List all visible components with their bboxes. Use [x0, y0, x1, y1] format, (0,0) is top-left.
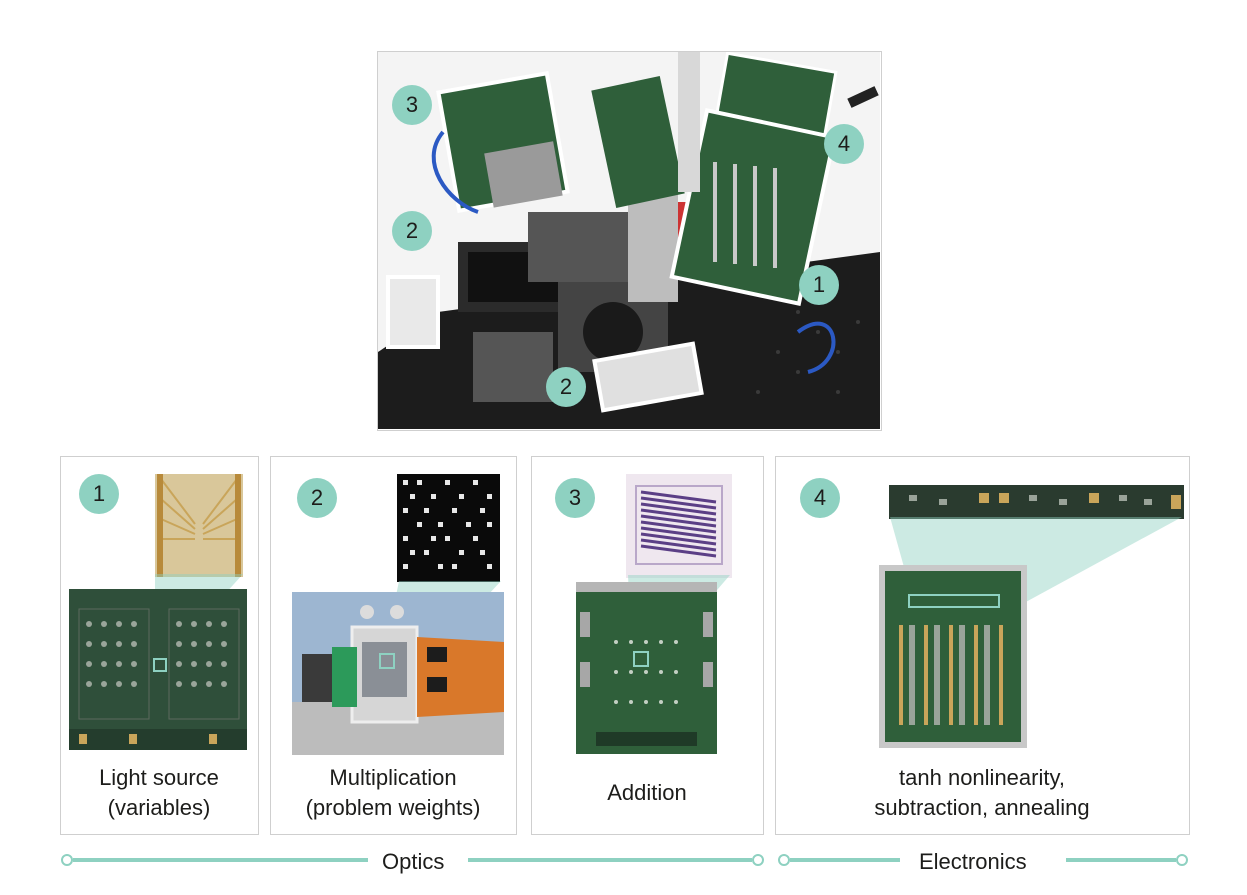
- electronics-bar-right-line: [1066, 858, 1176, 862]
- electronics-bar-left-line: [790, 858, 900, 862]
- callout-2-lower: 2: [546, 367, 586, 407]
- main-setup-photo-frame: [377, 51, 882, 431]
- panel-multiplication: 2 Multiplication (problem weights): [270, 456, 517, 835]
- panel-addition: 3 Addition: [531, 456, 764, 835]
- panel-2-caption: Multiplication (problem weights): [271, 763, 515, 823]
- panel-4-caption-line1: tanh nonlinearity,: [899, 765, 1065, 790]
- callout-1: 1: [799, 265, 839, 305]
- weight-pattern-photo: [397, 474, 500, 582]
- light-source-board-photo: [69, 589, 247, 750]
- optics-label: Optics: [382, 849, 445, 874]
- panel-1-number: 1: [79, 474, 119, 514]
- panel-4-caption: tanh nonlinearity, subtraction, annealin…: [776, 763, 1188, 823]
- optics-bar-left-line: [73, 858, 368, 862]
- panel-4-number: 4: [800, 478, 840, 518]
- panel-3-number: 3: [555, 478, 595, 518]
- slm-module-photo: [292, 592, 504, 755]
- summing-board-photo: [576, 582, 717, 754]
- nonlinearity-board-photo: [879, 565, 1027, 748]
- panel-1-caption-line2: (variables): [107, 795, 211, 820]
- panel-electronics: 4 tanh nonlinearity, subtraction, anneal…: [775, 456, 1190, 835]
- callout-3: 3: [392, 85, 432, 125]
- panel-2-caption-line2: (problem weights): [305, 795, 481, 820]
- panel-3-caption: Addition: [532, 778, 762, 808]
- optics-bar-left-node: [61, 854, 73, 866]
- panel-2-number: 2: [297, 478, 337, 518]
- panel-1-caption-line1: Light source: [99, 765, 219, 790]
- optics-bar-right-line: [468, 858, 752, 862]
- photodiode-chip-photo: [626, 474, 732, 578]
- electronics-strip-zoom-photo: [889, 485, 1184, 519]
- led-array-zoom-photo: [155, 474, 243, 577]
- panel-1-caption: Light source (variables): [61, 763, 257, 823]
- callout-2-upper: 2: [392, 211, 432, 251]
- electronics-bar-right-node: [1176, 854, 1188, 866]
- optics-bar-right-node: [752, 854, 764, 866]
- panel-2-caption-line1: Multiplication: [329, 765, 457, 790]
- panel-4-caption-line2: subtraction, annealing: [874, 795, 1090, 820]
- electronics-label: Electronics: [919, 849, 1027, 874]
- panel-light-source: 1 Light: [60, 456, 259, 835]
- callout-4: 4: [824, 124, 864, 164]
- panel-3-caption-line1: Addition: [607, 780, 687, 805]
- main-setup-photo: [378, 52, 880, 429]
- electronics-bar-left-node: [778, 854, 790, 866]
